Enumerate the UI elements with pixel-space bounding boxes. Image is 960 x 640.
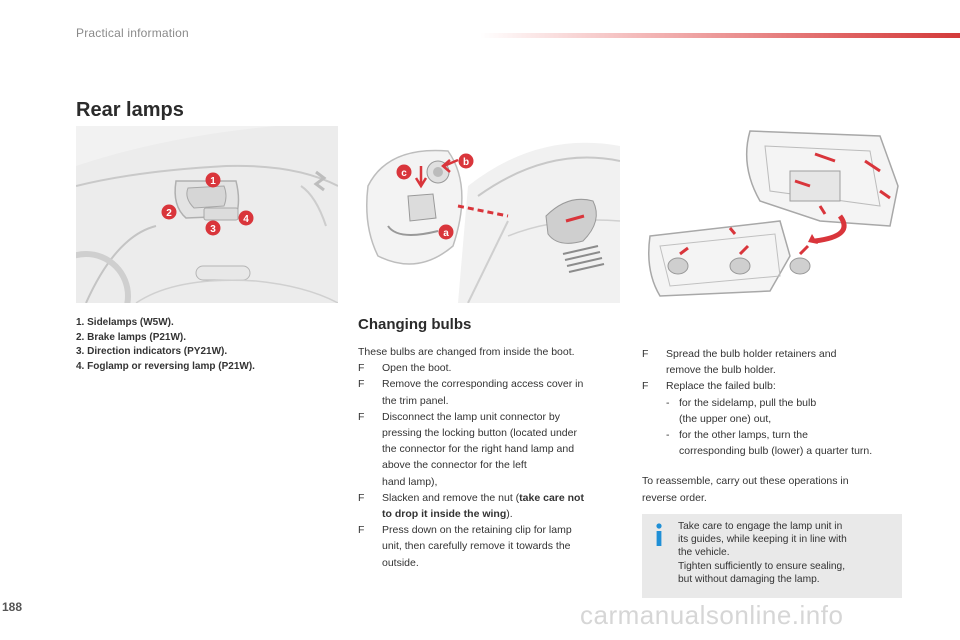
watermark: carmanualsonline.info	[580, 600, 844, 630]
step-line: Remove the corresponding access cover in	[382, 378, 584, 391]
lamp-legend-list: 1. Sidelamps (W5W). 2. Brake lamps (P21W…	[76, 316, 255, 374]
step-line: Disconnect the lamp unit connector by	[382, 410, 561, 423]
step-line: Replace the failed bulb:	[666, 380, 776, 393]
figure-boot-access-cover: a b c	[358, 126, 620, 303]
legend-item: 3. Direction indicators (PY21W).	[76, 346, 228, 357]
sub-line: (the upper one) out,	[679, 412, 772, 425]
figure-lamp-unit-bulb-holder	[640, 126, 902, 303]
callout-1: 1	[205, 172, 221, 188]
note-line: its guides, while keeping it in line wit…	[678, 534, 847, 546]
instructions-column-right: F Spread the bulb holder retainers and r…	[642, 346, 932, 506]
info-note: Take care to engage the lamp unit in its…	[642, 514, 902, 598]
step-open-boot: F Open the boot.	[358, 360, 628, 376]
callout-2-label: 2	[166, 208, 172, 219]
step-line: Press down on the retaining clip for lam…	[382, 524, 572, 537]
bullet-icon: F	[358, 410, 365, 423]
legend-item: 4. Foglamp or reversing lamp (P21W).	[76, 360, 255, 372]
bullet-icon: F	[358, 491, 365, 504]
changing-bulbs-heading: Changing bulbs	[358, 316, 472, 333]
callout-c: c	[396, 164, 412, 180]
bullet-icon: F	[358, 378, 365, 391]
intro-text: These bulbs are changed from inside the …	[358, 346, 575, 358]
step-spread-retainers: F Spread the bulb holder retainers and r…	[642, 346, 932, 378]
reassemble-line: reverse order.	[642, 491, 707, 504]
note-line: Take care to engage the lamp unit in	[678, 521, 843, 532]
dash-icon: -	[666, 429, 670, 442]
step-remove-nut: F Slacken and remove the nut (take care …	[358, 490, 628, 522]
figure-rear-lamp-positions: 1 2 3 4	[76, 126, 338, 303]
dash-icon: -	[666, 396, 670, 409]
legend-item: 2. Brake lamps (P21W).	[76, 331, 187, 343]
header-title: Practical information	[76, 26, 189, 40]
step-press-clip: F Press down on the retaining clip for l…	[358, 522, 628, 571]
reassemble-line: To reassemble, carry out these operation…	[642, 475, 849, 488]
reassemble-text: To reassemble, carry out these operation…	[642, 473, 932, 505]
callout-a-label: a	[443, 228, 449, 239]
step-line: Spread the bulb holder retainers and	[666, 348, 837, 360]
step-text: ).	[506, 508, 513, 521]
callout-4-label: 4	[243, 214, 249, 225]
bullet-icon: F	[358, 524, 365, 537]
warning-text: to drop it inside the wing	[382, 508, 507, 521]
step-line: pressing the locking button (located und…	[382, 427, 577, 440]
sub-item-other-lamps: - for the other lamps, turn the correspo…	[642, 427, 932, 459]
step-line: outside.	[382, 556, 419, 569]
callout-c-label: c	[401, 168, 407, 179]
legend-item: 1. Sidelamps (W5W).	[76, 317, 174, 328]
warning-text: take care not	[519, 491, 584, 504]
bullet-icon: F	[642, 348, 649, 360]
sub-line: corresponding bulb (lower) a quarter tur…	[679, 445, 873, 458]
header-accent-bar	[480, 33, 960, 38]
info-note-text: Take care to engage the lamp unit in its…	[678, 520, 898, 586]
bullet-icon: F	[358, 362, 365, 375]
rear-lamp-illustration: 1 2 3 4	[76, 126, 338, 303]
info-icon	[656, 523, 662, 546]
step-disconnect-connector: F Disconnect the lamp unit connector by …	[358, 409, 628, 490]
callout-2: 2	[161, 204, 177, 220]
sub-item-sidelamp: - for the sidelamp, pull the bulb (the u…	[642, 395, 932, 427]
step-line: Open the boot.	[382, 362, 452, 375]
step-line: remove the bulb holder.	[666, 364, 776, 377]
callout-b-label: b	[463, 157, 469, 168]
step-line: the connector for the right hand lamp an…	[382, 443, 575, 456]
step-line: above the connector for the left	[382, 459, 527, 472]
section-title: Rear lamps	[76, 99, 184, 121]
instructions-column-left: These bulbs are changed from inside the …	[358, 344, 628, 571]
step-line: the trim panel.	[382, 394, 449, 407]
lamp-unit-illustration	[640, 126, 902, 303]
note-line: Tighten sufficiently to ensure sealing,	[678, 560, 846, 572]
sub-line: for the other lamps, turn the	[679, 429, 808, 442]
note-line: the vehicle.	[678, 547, 730, 559]
callout-1-label: 1	[210, 176, 216, 187]
step-line: hand lamp),	[382, 475, 438, 488]
step-remove-cover: F Remove the corresponding access cover …	[358, 376, 628, 408]
callout-3: 3	[205, 220, 221, 236]
note-line: but without damaging the lamp.	[678, 573, 820, 585]
page-number: 188	[2, 600, 23, 614]
callout-3-label: 3	[210, 224, 216, 235]
bullet-icon: F	[642, 380, 649, 393]
sub-line: for the sidelamp, pull the bulb	[679, 396, 817, 409]
callout-4: 4	[238, 210, 254, 226]
step-replace-bulb: F Replace the failed bulb:	[642, 378, 932, 394]
step-text: Slacken and remove the nut (	[382, 491, 520, 504]
callout-b: b	[458, 153, 474, 169]
step-line: unit, then carefully remove it towards t…	[382, 540, 571, 553]
callout-a: a	[438, 224, 454, 240]
boot-access-illustration: a b c	[358, 126, 620, 303]
